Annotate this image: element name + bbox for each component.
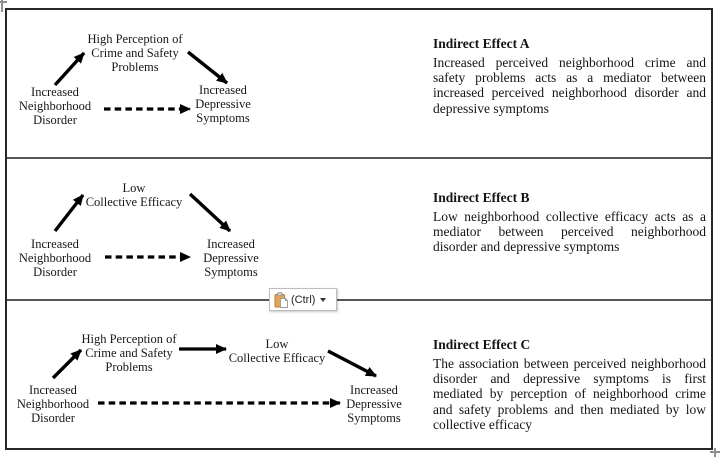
- effect-a-text-block: Indirect Effect A Increased perceived ne…: [433, 36, 706, 116]
- arrow-a-mediator-to-symptoms: [186, 50, 229, 85]
- panel-divider-2: [7, 299, 711, 301]
- arrow-a-disorder-to-mediator: [53, 51, 86, 87]
- arrow-b-mediator-to-symptoms: [188, 192, 232, 233]
- resize-handle-top-left: [1, 0, 3, 12]
- clipboard-icon: [274, 291, 288, 308]
- effect-b-text-block: Indirect Effect B Low neighborhood colle…: [433, 190, 706, 255]
- panel-b-arrows: [53, 192, 232, 262]
- node-c-depressive-symptoms: Increased Depressive Symptoms: [346, 383, 402, 425]
- panel-c-arrows: [51, 344, 377, 408]
- arrow-b-disorder-to-mediator: [53, 193, 85, 233]
- resize-handle-bottom-right-tick[interactable]: [710, 451, 720, 453]
- effect-a-title: Indirect Effect A: [433, 36, 530, 51]
- panel-a-arrows: [53, 50, 229, 114]
- effect-b-title: Indirect Effect B: [433, 190, 530, 205]
- node-a-depressive-symptoms: Increased Depressive Symptoms: [195, 83, 251, 125]
- paste-options-label: (Ctrl): [291, 293, 316, 306]
- path-arrows-layer: [51, 50, 377, 408]
- node-c-mediator1-crime-safety: High Perception of Crime and Safety Prob…: [81, 332, 177, 374]
- node-a-mediator-crime-safety: High Perception of Crime and Safety Prob…: [87, 32, 183, 74]
- node-c-neighborhood-disorder: Increased Neighborhood Disorder: [16, 383, 90, 425]
- node-b-depressive-symptoms: Increased Depressive Symptoms: [203, 237, 259, 279]
- paste-options-dropdown-arrow[interactable]: [320, 297, 327, 302]
- effect-b-description: Low neighborhood collective efficacy act…: [433, 209, 706, 255]
- effect-c-text-block: Indirect Effect C The association betwee…: [433, 337, 706, 432]
- panel-divider-1: [7, 157, 711, 159]
- effect-a-description: Increased perceived neighborhood crime a…: [433, 55, 706, 116]
- resize-handle-top-left-tick: [0, 1, 7, 3]
- node-c-mediator2-collective-efficacy: Low Collective Efficacy: [228, 337, 326, 365]
- paste-options-button[interactable]: (Ctrl): [269, 288, 337, 311]
- node-b-neighborhood-disorder: Increased Neighborhood Disorder: [18, 237, 92, 279]
- figure-frame: High Perception of Crime and Safety Prob…: [5, 8, 713, 450]
- arrow-c-mediator2-to-symptoms: [327, 349, 377, 378]
- effect-c-title: Indirect Effect C: [433, 337, 531, 352]
- arrow-c-disorder-to-mediator1: [51, 348, 83, 380]
- node-a-neighborhood-disorder: Increased Neighborhood Disorder: [18, 85, 92, 127]
- effect-c-description: The association between perceived neighb…: [433, 356, 706, 432]
- node-b-mediator-collective-efficacy: Low Collective Efficacy: [85, 181, 183, 209]
